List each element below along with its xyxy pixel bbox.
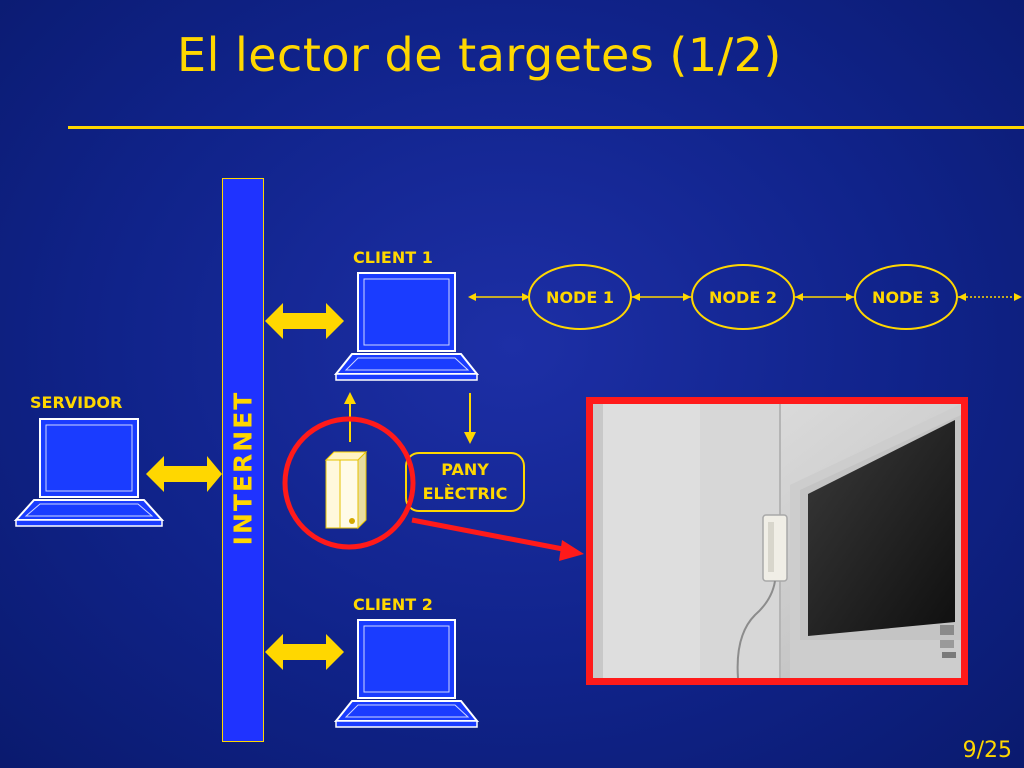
client-to-lock-arrow [464, 393, 476, 444]
electric-lock-box: PANY ELÈCTRIC [405, 452, 525, 512]
page-number: 9/25 [962, 738, 1012, 763]
card-reader-icon [324, 450, 368, 530]
card-reader-photo [586, 397, 968, 685]
slide-title: El lector de targetes (1/2) [177, 28, 782, 82]
highlight-circle [282, 416, 416, 550]
node-3: NODE 3 [854, 264, 958, 330]
electric-lock-label-line2: ELÈCTRIC [422, 484, 508, 503]
electric-lock-label-line1: PANY [441, 460, 489, 479]
server-label: SERVIDOR [30, 393, 123, 412]
client2-label: CLIENT 2 [353, 595, 433, 614]
client2-laptop-icon [333, 619, 480, 728]
node-connectors [468, 293, 1022, 301]
server-laptop-icon [13, 418, 165, 527]
internet-bar [222, 178, 264, 742]
highlight-arrow [411, 517, 584, 561]
client1-label: CLIENT 1 [353, 248, 433, 267]
double-arrow-icon [146, 303, 344, 670]
node-2: NODE 2 [691, 264, 795, 330]
title-underline [68, 126, 1024, 129]
client1-laptop-icon [333, 272, 480, 381]
